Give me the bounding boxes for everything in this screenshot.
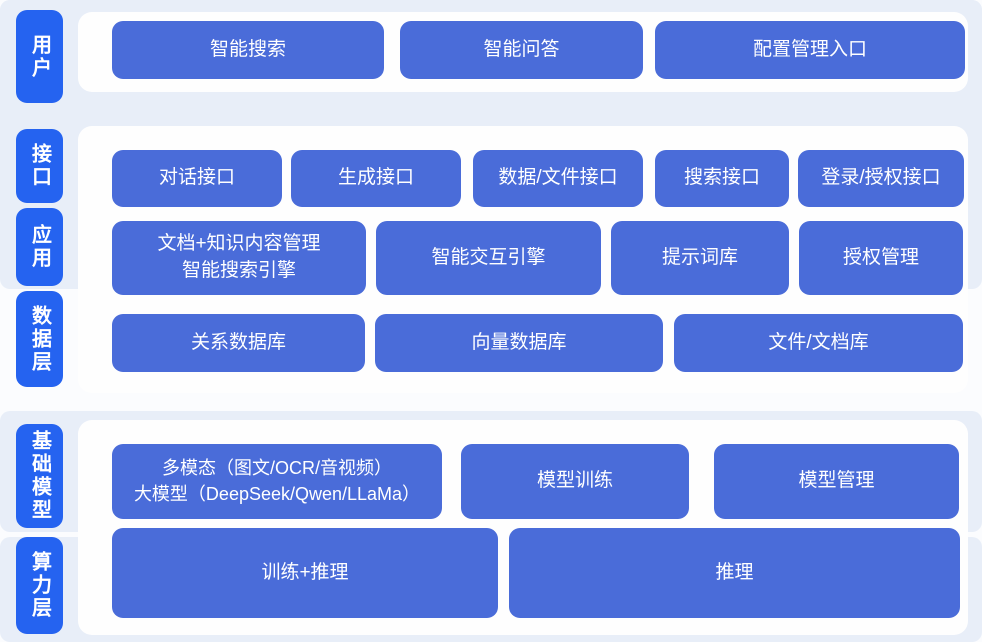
block-config-entry: 配置管理入口 (655, 21, 965, 79)
block-train-plus-inference: 训练+推理 (112, 528, 498, 618)
block-file-doc-store: 文件/文档库 (674, 314, 963, 372)
block-auth-management: 授权管理 (799, 221, 963, 295)
block-prompt-library: 提示词库 (611, 221, 789, 295)
block-smart-qa: 智能问答 (400, 21, 643, 79)
layer-tab-interface: 接口 (16, 129, 63, 203)
block-model-management: 模型管理 (714, 444, 959, 519)
block-relational-db: 关系数据库 (112, 314, 365, 372)
layer-tab-user: 用户 (16, 10, 63, 103)
block-multimodal-line2: 大模型（DeepSeek/Qwen/LLaMa） (133, 483, 421, 504)
block-generate-api: 生成接口 (291, 150, 461, 207)
block-inference: 推理 (509, 528, 960, 618)
block-interaction-engine: 智能交互引擎 (376, 221, 601, 295)
block-dialog-api: 对话接口 (112, 150, 282, 207)
layer-tab-foundation-model-label: 基础模型 (28, 430, 51, 522)
block-smart-search: 智能搜索 (112, 21, 384, 79)
block-model-training: 模型训练 (461, 444, 689, 519)
block-multimodal-llm: 多模态（图文/OCR/音视频） 大模型（DeepSeek/Qwen/LLaMa） (112, 444, 442, 519)
block-doc-knowledge-line2: 智能搜索引擎 (181, 260, 296, 281)
layer-tab-interface-label: 接口 (28, 143, 51, 189)
block-doc-knowledge-line1: 文档+知识内容管理 (157, 233, 321, 255)
block-doc-knowledge-search-engine: 文档+知识内容管理 智能搜索引擎 (112, 221, 366, 295)
layer-tab-user-label: 用户 (28, 33, 51, 80)
layer-tab-compute: 算力层 (16, 537, 63, 634)
layer-tab-foundation-model: 基础模型 (16, 424, 63, 528)
block-multimodal-line1: 多模态（图文/OCR/音视频） (162, 458, 392, 479)
layer-tab-compute-label: 算力层 (28, 551, 51, 620)
block-login-auth-api: 登录/授权接口 (798, 150, 964, 207)
layer-tab-data-label: 数据层 (28, 304, 51, 374)
block-vector-db: 向量数据库 (375, 314, 663, 372)
layer-tab-data: 数据层 (16, 291, 63, 387)
block-data-file-api: 数据/文件接口 (473, 150, 643, 207)
layer-tab-application: 应用 (16, 208, 63, 286)
block-search-api: 搜索接口 (655, 150, 789, 207)
layer-tab-application-label: 应用 (28, 224, 51, 270)
